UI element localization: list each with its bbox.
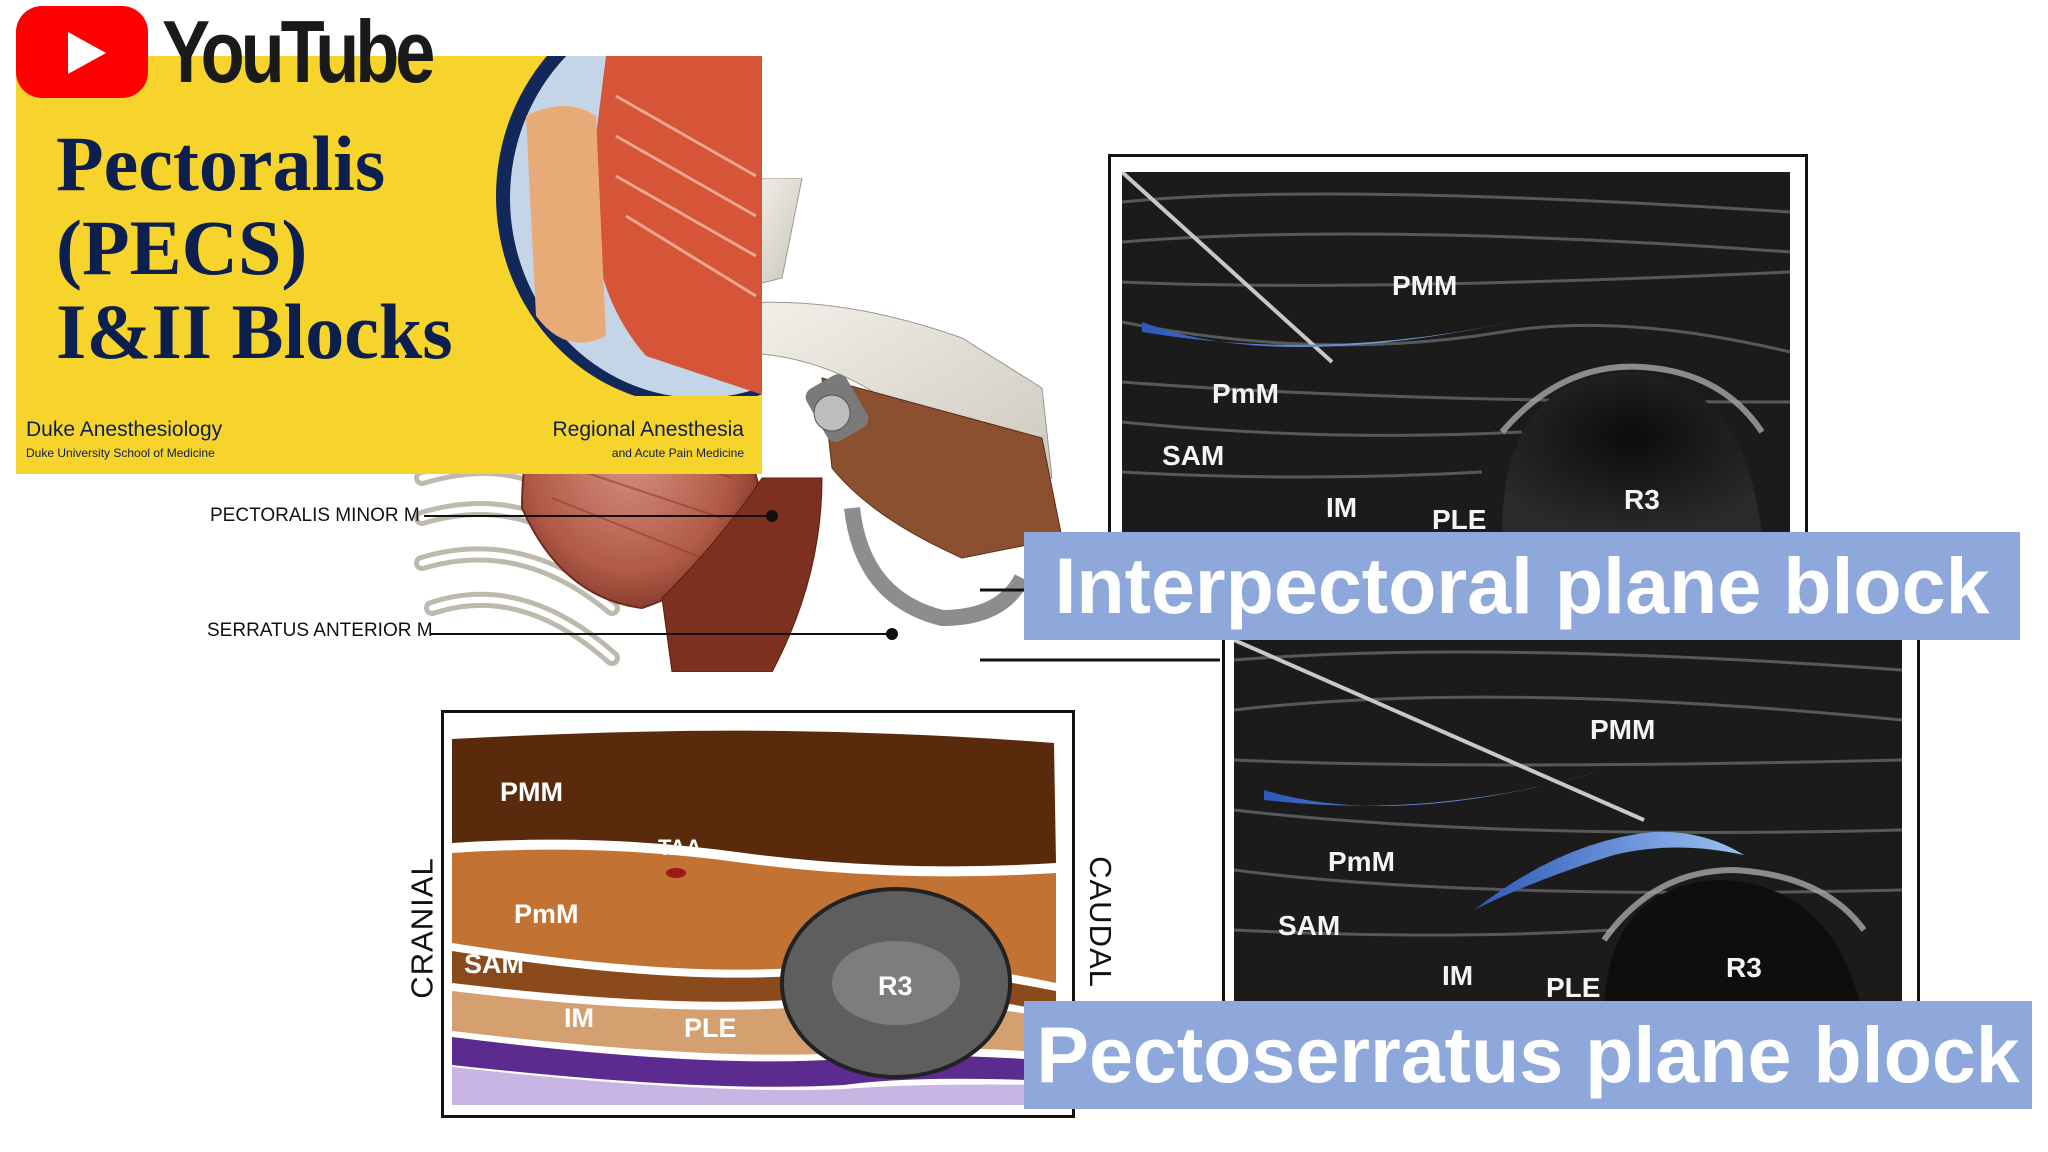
regional-logo-sub: and Acute Pain Medicine [611, 446, 744, 460]
duke-logo-sub: Duke University School of Medicine [26, 446, 215, 460]
schematic-frame: PMM TAA PmM SAM IM PLE R3 [441, 710, 1075, 1118]
us-top-label-r3: R3 [1624, 484, 1660, 515]
us-top-label-pmm: PMM [1392, 270, 1458, 301]
us-bottom-label-ple: PLE [1546, 972, 1601, 1003]
schem-label-sam: SAM [464, 949, 524, 979]
video-thumbnail[interactable]: Pectoralis (PECS) I&II Blocks Duke Anest… [16, 56, 762, 474]
schem-side-cranial: CRANIAL [404, 857, 440, 999]
schem-label-im: IM [564, 1003, 594, 1033]
schem-side-caudal: CAUDAL [1082, 856, 1118, 988]
schem-label-ple: PLE [684, 1013, 737, 1043]
us-top-label-sam: SAM [1162, 440, 1225, 471]
us-bottom-label-r3: R3 [1726, 952, 1762, 983]
us-top-label-pmm-minor: PmM [1212, 378, 1279, 409]
us-bottom-label-pmm: PMM [1590, 714, 1656, 745]
regional-anesthesia-logo: Regional Anesthesia and Acute Pain Medic… [553, 418, 744, 460]
duke-logo-main: Duke Anesthesiology [26, 418, 223, 441]
schem-label-taa: TAA [658, 835, 702, 860]
youtube-play-icon [16, 6, 148, 98]
thumbnail-title-line: I&II Blocks [56, 288, 453, 375]
caption-interpectoral: Interpectoral plane block [1024, 532, 2020, 640]
label-serratus-anterior: SERRATUS ANTERIOR M [207, 620, 433, 641]
caption-pectoserratus: Pectoserratus plane block [1024, 1001, 2032, 1109]
us-top-label-im: IM [1326, 492, 1358, 523]
ultrasound-top: PMM PmM SAM IM PLE R3 [1120, 170, 1791, 535]
thumbnail-title-line: Pectoralis [56, 120, 386, 207]
us-bottom-label-im: IM [1442, 960, 1474, 991]
youtube-wordmark: YouTube [162, 2, 435, 101]
us-top-label-ple: PLE [1432, 504, 1487, 535]
ultrasound-bottom: PMM PmM SAM IM PLE R3 [1233, 638, 1903, 1018]
us-bottom-label-pmm-minor: PmM [1328, 846, 1395, 877]
duke-logo: Duke Anesthesiology Duke University Scho… [26, 418, 222, 460]
thumbnail-title-line: (PECS) [56, 204, 308, 291]
youtube-logo: YouTube [16, 2, 490, 101]
thumbnail-anatomy-art [496, 56, 762, 396]
schem-label-pmm-minor: PmM [514, 899, 579, 929]
thumbnail-title: Pectoralis (PECS) I&II Blocks [56, 122, 453, 374]
us-bottom-label-sam: SAM [1278, 910, 1341, 941]
schem-label-r3: R3 [878, 971, 913, 1001]
regional-logo-main: Regional Anesthesia [552, 418, 744, 441]
label-pectoralis-minor: PECTORALIS MINOR M [210, 505, 420, 526]
schem-label-pmm: PMM [500, 777, 563, 807]
